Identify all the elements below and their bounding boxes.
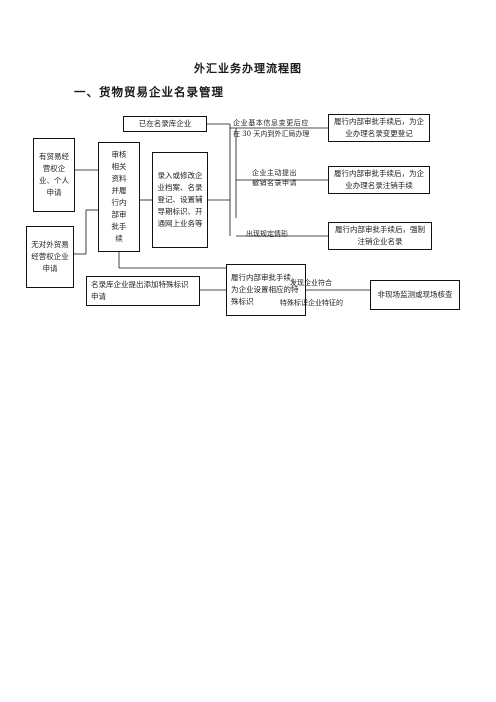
page-title: 外汇业务办理流程图 [194,62,302,75]
box-force-cancel: 履行内部审批手续后，强制注销企业名录 [328,222,432,250]
box-review: 审核相关资料并履行内部审批手续 [98,142,140,252]
box-change-done: 履行内部审批手续后，为企业办理名录变更登记 [328,114,430,142]
edge-label-change-2: 在 30 天内到外汇局办理 [233,130,310,138]
box-special-apply: 名录库企业提出添加特殊标识申请 [86,276,200,306]
box-in-directory: 已在名录库企业 [123,116,207,132]
section-heading: 一、货物贸易企业名录管理 [74,85,224,99]
box-cancel-done: 履行内部审批手续后，为企业办理名录注销手续 [328,166,430,194]
edge-label-cancel-1: 企业主动提出 [252,169,297,177]
edge-label-detect-1: 发现企业符合 [290,279,332,287]
box-applicant-with-rights: 有贸易经营权企业、个人申请 [33,138,75,212]
edge-label-force: 出现规定情形 [246,230,288,238]
box-applicant-without-rights: 无对外贸易经营权企业申请 [26,226,74,288]
box-register: 录入或修改企业档案、名录登记、设置辅导期标识、开通网上业务等 [152,152,208,248]
box-set-special: 履行内部审批手续，为企业设置相应的特殊标识 [226,264,306,316]
edge-label-change-1: 企业基本信息变更后应 [233,119,309,127]
edge-label-detect-2: 特殊标识企业特征的 [280,299,343,307]
edge-label-cancel-2: 撤销名录申请 [252,179,297,187]
box-inspection: 非现场监测或现场核查 [370,280,460,310]
